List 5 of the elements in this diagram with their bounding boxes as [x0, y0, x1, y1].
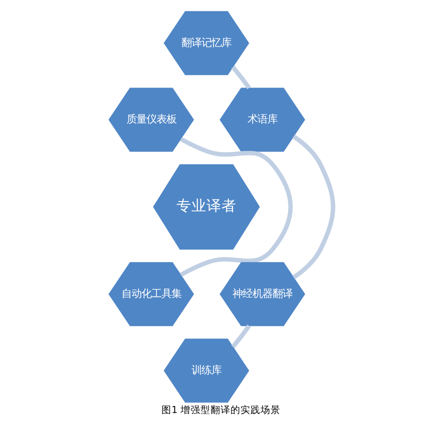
connector — [231, 324, 251, 348]
connector — [180, 137, 293, 277]
connector — [231, 66, 251, 90]
caption: 图1 增强型翻译的实践场景 — [161, 404, 281, 416]
connector — [292, 134, 336, 280]
